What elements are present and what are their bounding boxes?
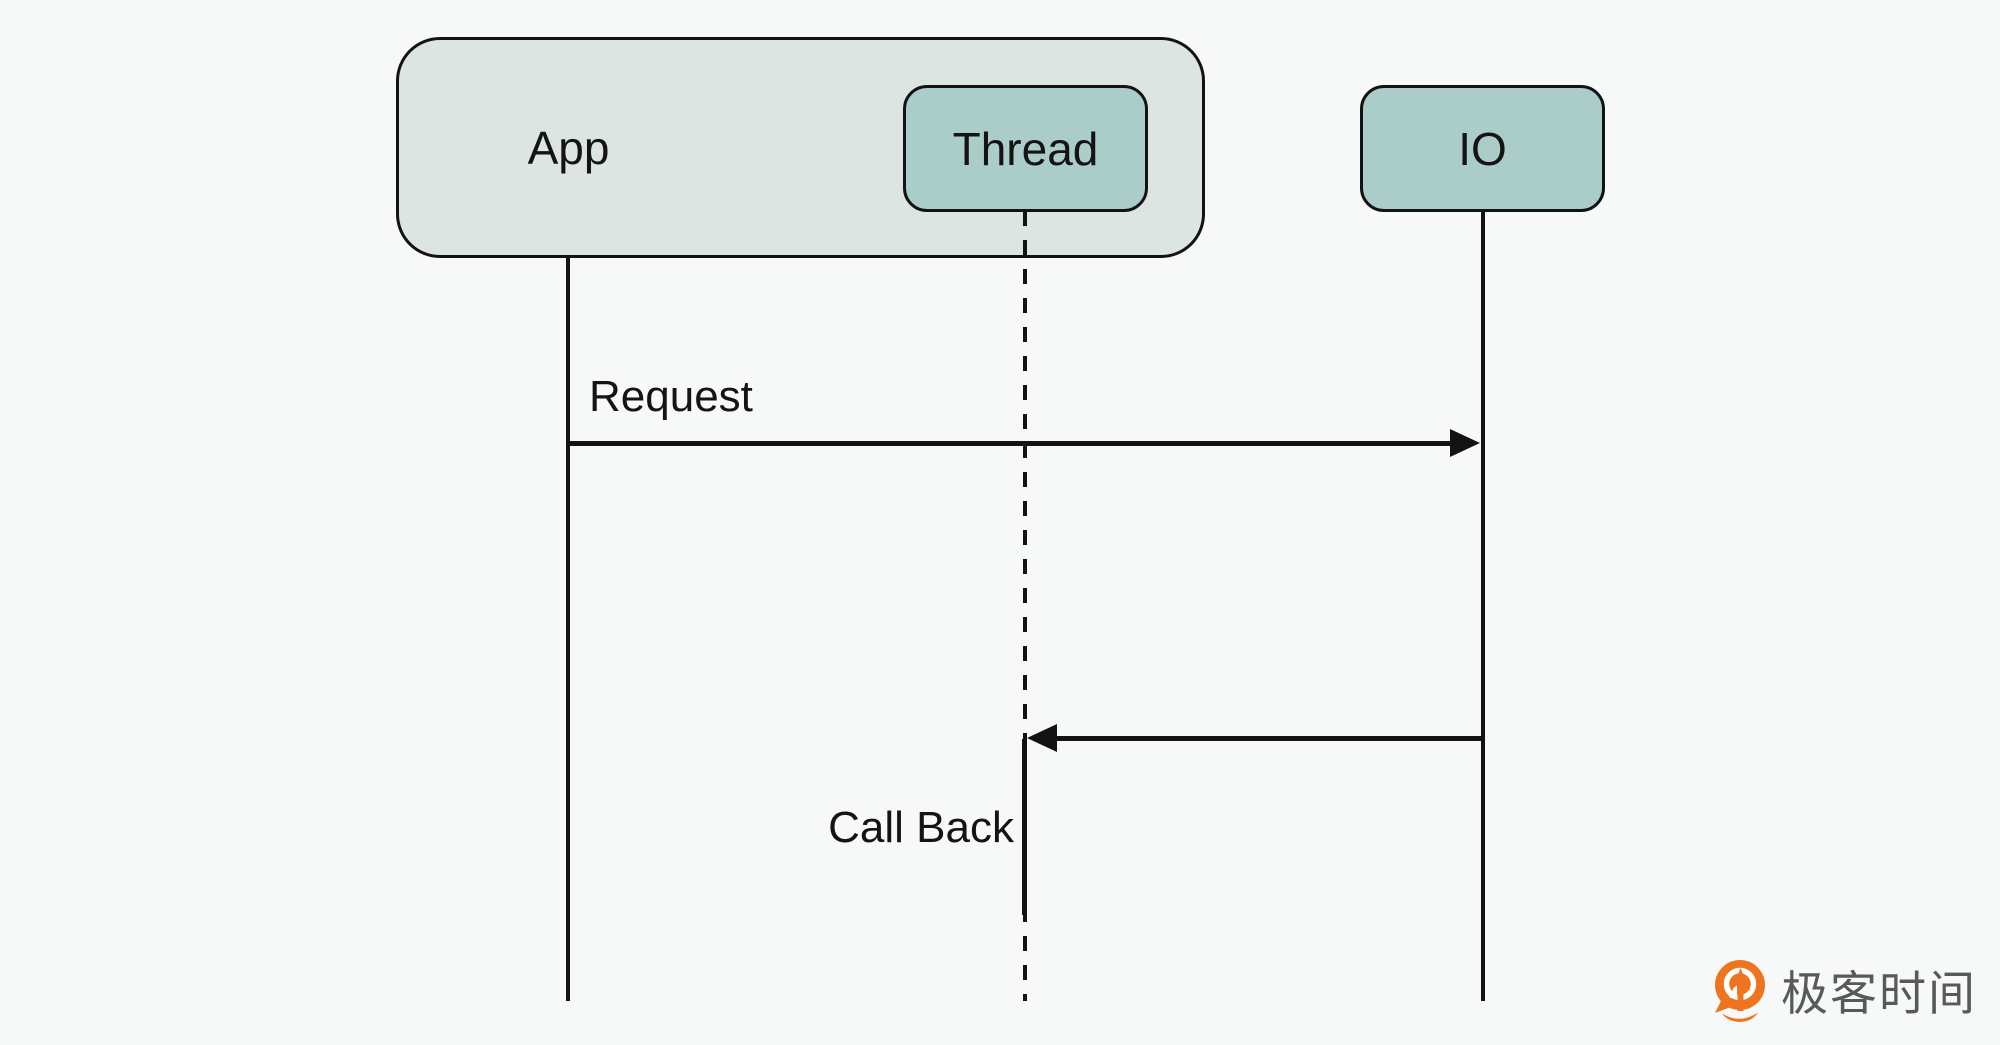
request-message-label: Request <box>589 372 753 421</box>
io-participant-label: IO <box>1458 122 1507 175</box>
request-arrow-line <box>568 441 1452 446</box>
app-lifeline <box>566 257 570 1001</box>
io-lifeline <box>1481 211 1485 1001</box>
callback-arrow-line <box>1055 736 1483 741</box>
io-participant-box: IO <box>1360 85 1605 212</box>
geektime-logo-icon <box>1712 958 1768 1029</box>
thread-participant-label: Thread <box>952 122 1099 175</box>
geektime-logo-text: 极客时间 <box>1781 967 1977 1020</box>
geektime-logo: 极客时间 <box>1712 958 1977 1029</box>
request-arrowhead-icon <box>1450 429 1480 457</box>
callback-arrowhead-icon <box>1027 724 1057 752</box>
thread-activation-bar <box>1022 739 1027 915</box>
thread-lifeline-dashed <box>1023 211 1027 1001</box>
app-participant-label: App <box>527 121 610 174</box>
thread-participant-box: Thread <box>903 85 1148 212</box>
callback-message-label: Call Back <box>828 803 1014 852</box>
